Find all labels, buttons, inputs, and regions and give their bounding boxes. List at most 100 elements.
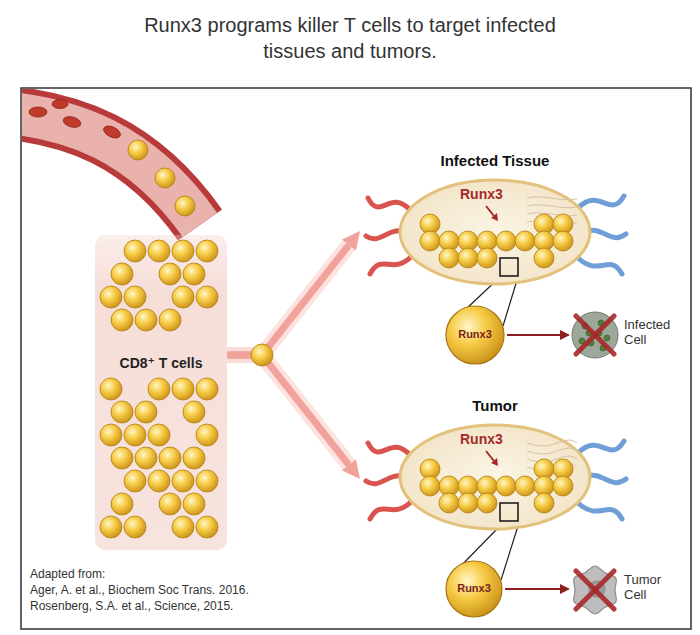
runx3-t-cell: Runx3 — [445, 560, 503, 618]
t-cell — [175, 196, 195, 216]
t-cell — [196, 286, 218, 308]
vessel-lumen — [22, 112, 200, 225]
cross-mark — [576, 316, 614, 354]
t-cell — [100, 424, 122, 446]
t-cell — [159, 493, 181, 515]
t-cell — [172, 286, 194, 308]
t-cell — [159, 447, 181, 469]
t-cell — [148, 424, 170, 446]
t-cell — [100, 378, 122, 400]
t-cell — [135, 401, 157, 423]
vein — [578, 503, 622, 519]
node-label: Infected Cell — [624, 318, 684, 348]
vessel-wall — [22, 112, 200, 225]
t-cell — [196, 424, 218, 446]
t-cell — [196, 516, 218, 538]
cross-mark — [576, 571, 614, 609]
runx3-t-cell: Runx3 — [445, 305, 505, 365]
zoom-square — [500, 258, 518, 276]
vein — [578, 258, 622, 274]
tissue-outline — [400, 180, 590, 284]
t-cell — [439, 248, 459, 268]
tissue-texture — [527, 213, 577, 216]
t-cell — [496, 476, 516, 496]
tumor-tissue-shape — [360, 395, 630, 535]
t-cell — [124, 516, 146, 538]
t-cell — [251, 344, 273, 366]
blood-vessel — [22, 100, 200, 226]
node-label: Runx3 — [445, 582, 503, 595]
tissue-texture — [527, 440, 577, 446]
cell-population-panel-shape — [95, 235, 227, 550]
t-cell — [553, 476, 573, 496]
node-label: Runx3 — [445, 328, 505, 341]
t-cell — [124, 286, 146, 308]
panel-ground — [95, 235, 227, 550]
t-cell — [100, 286, 122, 308]
infected-tissue: Infected TissueRunx3 — [360, 150, 630, 285]
t-cell — [172, 378, 194, 400]
t-cell — [534, 248, 554, 268]
t-cell — [148, 378, 170, 400]
t-cell — [183, 493, 205, 515]
artery — [368, 443, 410, 455]
t-cell — [135, 309, 157, 331]
t-cell — [439, 493, 459, 513]
t-cell — [172, 516, 194, 538]
red-blood-cell — [102, 124, 123, 141]
t-cell — [124, 240, 146, 262]
citation-note: Ager, A. et al., Biochem Soc Trans. 2016… — [30, 582, 249, 598]
runx3-pointer-head — [491, 213, 498, 221]
node-label: Runx3 — [460, 186, 503, 202]
tissue-outline — [400, 425, 590, 529]
t-cell — [124, 424, 146, 446]
t-cell — [100, 516, 122, 538]
kill-arrow — [505, 588, 560, 590]
t-cell — [458, 248, 478, 268]
migration-arrow — [227, 245, 349, 355]
t-cell — [124, 470, 146, 492]
t-cell — [496, 231, 516, 251]
cell-population-panel: CD8⁺ T cells — [95, 235, 227, 550]
artery — [370, 501, 412, 519]
artery — [370, 256, 412, 274]
t-cell — [135, 447, 157, 469]
zoom-square — [500, 503, 518, 521]
t-cell — [477, 493, 497, 513]
t-cell — [183, 263, 205, 285]
t-cell — [148, 240, 170, 262]
t-cell — [553, 231, 573, 251]
t-cell — [111, 493, 133, 515]
arrow-glow — [227, 355, 349, 465]
red-blood-cell — [29, 107, 47, 117]
tissue-texture — [527, 448, 577, 454]
t-cell — [111, 309, 133, 331]
t-cell — [155, 168, 175, 188]
tissue-texture — [527, 205, 577, 208]
node-label: Runx3 — [460, 431, 503, 447]
cross-mark — [576, 571, 614, 609]
t-cell — [458, 493, 478, 513]
tissue-texture — [527, 197, 577, 200]
node-label: CD8⁺ T cells — [95, 355, 227, 371]
t-cell — [183, 447, 205, 469]
red-blood-cell — [62, 115, 82, 129]
t-cell — [172, 470, 194, 492]
node-heading: Infected Tissue — [360, 152, 630, 169]
t-cell — [515, 231, 535, 251]
runx3-pointer-head — [491, 458, 498, 466]
t-cell — [515, 476, 535, 496]
tumor-cell: Tumor Cell — [571, 563, 686, 617]
citation-note: Rosenberg, S.A. et al., Science, 2015. — [30, 598, 233, 614]
migration-arrow — [227, 355, 349, 465]
t-cell — [446, 306, 504, 364]
node-heading: Tumor — [360, 397, 630, 414]
t-cell — [420, 476, 440, 496]
node-label: Tumor Cell — [624, 573, 684, 603]
t-cell — [172, 240, 194, 262]
tumor-tissue: TumorRunx3 — [360, 395, 630, 535]
citation-note: Adapted from: — [30, 566, 105, 582]
runx3-pointer — [486, 206, 494, 216]
arrow-glow — [227, 245, 349, 355]
